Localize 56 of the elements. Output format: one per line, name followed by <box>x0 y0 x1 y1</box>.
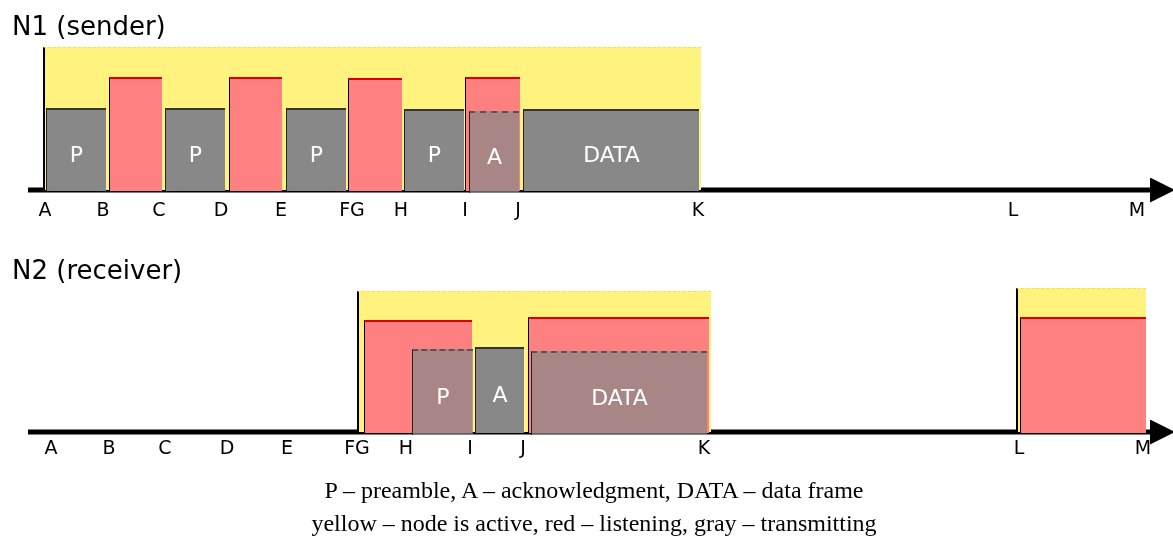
transmit-block <box>531 351 707 435</box>
listening-block <box>348 78 402 191</box>
listening-block <box>1020 317 1146 433</box>
time-marker: I <box>462 200 468 219</box>
time-marker: J <box>515 200 521 219</box>
listening-block <box>465 77 520 191</box>
transmit-block <box>469 111 519 193</box>
block-label: P <box>427 141 442 166</box>
block-label: P <box>309 140 324 166</box>
listening-block <box>109 77 162 191</box>
time-marker: B <box>102 438 116 457</box>
block-label: P <box>69 140 84 166</box>
time-marker: H <box>393 200 409 219</box>
time-marker: M <box>1128 200 1146 219</box>
transmit-block <box>404 109 464 191</box>
active-period-band <box>1016 288 1146 432</box>
time-marker: H <box>398 438 414 457</box>
time-marker: K <box>691 200 705 219</box>
transmit-block <box>165 108 225 191</box>
active-period-band <box>43 47 701 190</box>
block-label: P <box>188 140 203 166</box>
time-marker: E <box>275 200 287 219</box>
time-marker: A <box>44 438 58 457</box>
active-period-band <box>357 291 711 432</box>
time-marker: D <box>213 200 229 219</box>
caption-text: yellow – node is active, red – listening, gray – transmitting <box>311 511 877 535</box>
transmit-block <box>286 108 346 191</box>
time-marker: FG <box>339 200 365 219</box>
timeline-title: N1 (sender) <box>12 13 166 39</box>
time-marker: D <box>219 438 235 457</box>
time-marker: B <box>96 200 110 219</box>
transmit-block <box>475 347 524 433</box>
time-marker: M <box>1134 438 1152 457</box>
time-marker: C <box>158 438 172 457</box>
time-marker: I <box>467 438 473 457</box>
listening-block <box>528 317 709 433</box>
block-label: DATA <box>591 384 648 409</box>
time-marker: L <box>1013 438 1025 457</box>
transmit-block <box>412 349 473 435</box>
time-marker: K <box>697 438 711 457</box>
listening-block <box>364 320 472 433</box>
time-marker: E <box>281 438 293 457</box>
block-label: A <box>486 143 503 168</box>
block-label: DATA <box>583 141 640 166</box>
block-label: P <box>436 383 450 408</box>
time-marker: FG <box>344 438 370 457</box>
time-marker: L <box>1007 200 1019 219</box>
transmit-block <box>46 108 106 191</box>
transmit-block <box>523 109 699 191</box>
timeline-title: N2 (receiver) <box>12 257 183 283</box>
caption-text: P – preamble, A – acknowledgment, DATA – data frame <box>324 478 864 502</box>
time-marker: C <box>152 200 166 219</box>
listening-block <box>229 77 282 191</box>
block-label: A <box>492 381 508 406</box>
time-marker: J <box>520 438 526 457</box>
time-marker: A <box>38 200 52 219</box>
